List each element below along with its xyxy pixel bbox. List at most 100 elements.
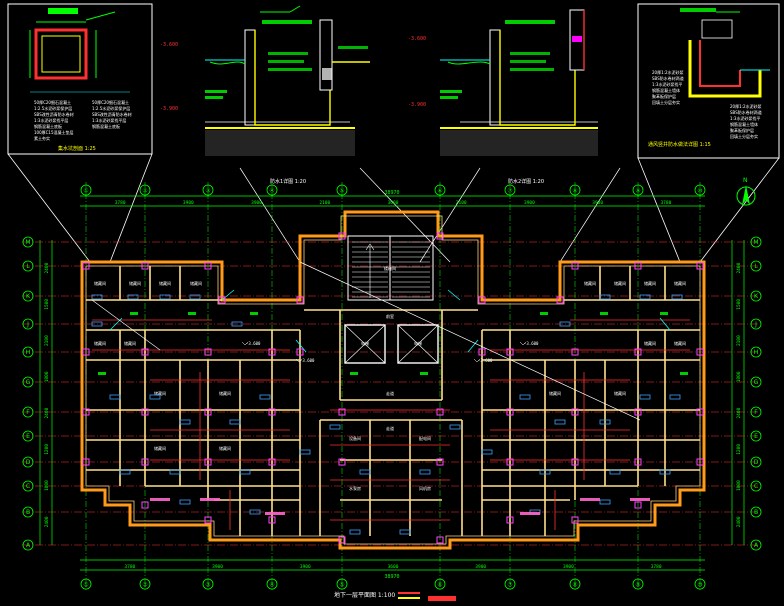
axis-label-right: M <box>753 239 758 246</box>
axis-bubble-right <box>750 480 762 492</box>
door-tag <box>599 294 611 300</box>
door-tag <box>127 294 139 300</box>
axis-bubble-bottom <box>504 578 516 590</box>
dimension-text: 1800 <box>736 371 742 382</box>
door-tag <box>599 499 611 505</box>
axis-bubble-left <box>22 456 34 468</box>
label-block <box>262 20 312 24</box>
room-label: 楼梯间 <box>384 265 396 271</box>
room-label: 电梯 <box>414 340 422 346</box>
column <box>506 408 514 416</box>
dimension-text: 3600 <box>388 564 399 570</box>
axis-bubble-bottom <box>80 578 92 590</box>
room-label: 走道 <box>386 390 394 396</box>
axis-bubble-left <box>22 318 34 330</box>
wall-segment <box>221 289 235 301</box>
column <box>141 458 149 466</box>
label-block <box>98 372 106 375</box>
axis-bubble-bottom <box>632 578 644 590</box>
door-tag <box>259 394 271 400</box>
axis-label-left: K <box>26 293 31 300</box>
level-tag: -3.900 <box>408 102 426 108</box>
note-line: 钢筋混凝土墙体 <box>730 121 758 127</box>
label-block <box>420 372 428 375</box>
room-label: 储藏间 <box>674 340 686 346</box>
axis-label-top: ④ <box>269 188 274 195</box>
door-tag <box>399 529 411 535</box>
door-tag <box>639 394 651 400</box>
door-tag <box>149 394 161 400</box>
axis-grid <box>22 182 760 590</box>
dimension-text: 1800 <box>736 480 742 491</box>
room-label: 储藏间 <box>219 390 231 396</box>
dimension-text: 1200 <box>736 444 742 455</box>
wall-block <box>322 68 332 80</box>
axis-label-top: ⑨ <box>635 188 640 195</box>
column <box>634 348 642 356</box>
room-label: 储藏间 <box>644 340 656 346</box>
north-arrow: N <box>736 177 756 206</box>
callout-leader <box>239 167 301 263</box>
column <box>141 408 149 416</box>
label-block <box>540 312 548 315</box>
label-block <box>510 52 550 55</box>
column <box>82 348 90 356</box>
room-label: 储藏间 <box>154 390 166 396</box>
title-underline <box>398 592 420 594</box>
door-tag <box>519 394 531 400</box>
callout-leader <box>699 157 780 263</box>
door-tag <box>229 419 241 425</box>
axis-label-top: ② <box>142 188 148 195</box>
detail-frame <box>7 3 153 155</box>
section-cut-line <box>299 261 641 421</box>
dimension-text: 1200 <box>44 444 50 455</box>
shaft-wall <box>699 40 741 87</box>
axis-bubble-right <box>750 406 762 418</box>
callout-leader <box>359 167 451 263</box>
door-tag <box>329 424 341 430</box>
elevator-cross <box>344 324 386 364</box>
column <box>204 348 212 356</box>
note-line: 聚苯板保护层 <box>652 93 676 99</box>
column <box>436 536 444 544</box>
label-block <box>205 90 227 93</box>
level-marker-icon <box>519 341 527 346</box>
axis-label-bottom: ⑩ <box>697 582 702 589</box>
elevator-shaft <box>397 324 439 364</box>
level-tag: -3.600 <box>246 341 261 346</box>
dimension-text: 2400 <box>44 407 50 418</box>
right-dimension-chain <box>731 240 745 545</box>
dimension-text: 2400 <box>44 262 50 273</box>
note-line: 1:3水泥砂浆找平 <box>652 81 682 87</box>
soil-line <box>209 61 246 65</box>
ground-hatch <box>205 130 355 156</box>
door-tag <box>169 469 181 475</box>
axis-label-left: L <box>26 263 30 270</box>
axis-label-top: ① <box>83 188 88 195</box>
column <box>268 408 276 416</box>
axis-label-bottom: ③ <box>205 582 210 589</box>
plan-annotations: -3.600-3.600-3.600-3.600 <box>91 294 688 535</box>
column <box>478 348 486 356</box>
door-tag <box>359 469 371 475</box>
waterproof-layer <box>499 30 576 126</box>
level-marker-icon <box>473 358 481 363</box>
label-block <box>268 60 304 63</box>
column <box>556 296 564 304</box>
dimension-text: 2400 <box>736 516 742 527</box>
elevators <box>344 324 439 364</box>
column <box>436 408 444 416</box>
dimension-text: 3900 <box>563 564 574 570</box>
title-underline <box>398 597 420 599</box>
detail-caption: 通风竖井防水做法详图 1:15 <box>648 141 711 148</box>
label-block <box>680 8 716 12</box>
detail-caption: 集水坑剖面 1:25 <box>58 145 96 152</box>
room-label: 储藏间 <box>614 280 626 286</box>
axis-bubble-top <box>632 184 644 196</box>
label-block <box>48 8 78 14</box>
section-cut-line <box>91 299 161 351</box>
overall-dimension: 38970 <box>384 574 399 580</box>
detail-waterproof-2: -3.600 -3.900 防水2详图 1:20 <box>408 9 598 185</box>
